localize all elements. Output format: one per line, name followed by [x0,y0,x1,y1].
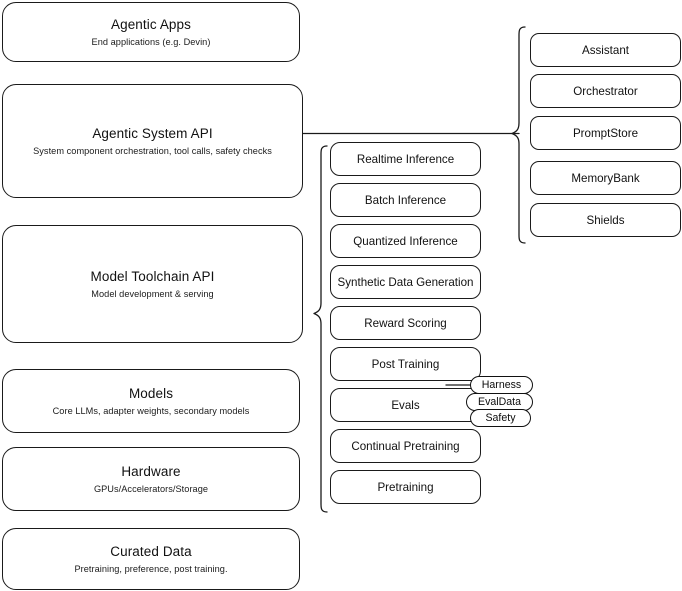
api-box-continual-pretraining[interactable]: Continual Pretraining [330,429,481,463]
api-box-synthetic-data-generation[interactable]: Synthetic Data Generation [330,265,481,299]
layer-title: Model Toolchain API [90,268,215,284]
component-box-assistant[interactable]: Assistant [530,33,681,67]
api-box-post-training[interactable]: Post Training [330,347,481,381]
api-box-label: Realtime Inference [356,152,455,166]
component-box-label: Orchestrator [573,84,638,98]
component-box-promptstore[interactable]: PromptStore [530,116,681,150]
layer-title: Hardware [121,463,181,479]
layer-box-hardware[interactable]: Hardware GPUs/Accelerators/Storage [2,447,300,511]
component-box-orchestrator[interactable]: Orchestrator [530,74,681,108]
layer-subtitle: Core LLMs, adapter weights, secondary mo… [52,405,250,416]
api-box-reward-scoring[interactable]: Reward Scoring [330,306,481,340]
pill-evaldata[interactable]: EvalData [466,393,533,411]
layer-subtitle: GPUs/Accelerators/Storage [93,483,209,494]
api-box-quantized-inference[interactable]: Quantized Inference [330,224,481,258]
layer-title: Agentic Apps [110,16,191,32]
api-box-label: Reward Scoring [364,316,447,330]
layer-title: Curated Data [110,543,192,559]
layer-subtitle: Model development & serving [91,288,214,299]
layer-subtitle: System component orchestration, tool cal… [33,145,272,156]
layer-title: Agentic System API [92,125,213,141]
layer-subtitle: End applications (e.g. Devin) [91,36,211,47]
layer-box-agentic-system-api[interactable]: Agentic System API System component orch… [2,84,303,198]
api-box-realtime-inference[interactable]: Realtime Inference [330,142,481,176]
api-box-label: Quantized Inference [353,234,458,248]
pill-label: Harness [481,379,522,391]
layer-box-models[interactable]: Models Core LLMs, adapter weights, secon… [2,369,300,433]
layer-subtitle: Pretraining, preference, post training. [74,563,228,574]
api-box-label: Synthetic Data Generation [337,275,474,289]
component-box-label: PromptStore [572,126,639,140]
layer-box-agentic-apps[interactable]: Agentic Apps End applications (e.g. Devi… [2,2,300,62]
api-box-evals[interactable]: Evals [330,388,481,422]
layer-box-model-toolchain-api[interactable]: Model Toolchain API Model development & … [2,225,303,343]
api-box-label: Pretraining [377,480,434,494]
api-box-batch-inference[interactable]: Batch Inference [330,183,481,217]
component-box-memorybank[interactable]: MemoryBank [530,161,681,195]
component-box-label: MemoryBank [571,171,640,185]
pill-safety[interactable]: Safety [470,409,531,427]
api-box-label: Continual Pretraining [351,439,460,453]
layer-title: Models [128,385,174,401]
api-box-label: Post Training [371,357,440,371]
api-box-label: Evals [391,398,420,412]
layer-box-curated-data[interactable]: Curated Data Pretraining, preference, po… [2,528,300,590]
pill-label: Safety [485,412,516,424]
api-box-pretraining[interactable]: Pretraining [330,470,481,504]
component-box-label: Assistant [581,43,630,57]
pill-label: EvalData [478,396,521,408]
component-box-label: Shields [586,213,625,227]
api-box-label: Batch Inference [364,193,447,207]
component-box-shields[interactable]: Shields [530,203,681,237]
pill-harness[interactable]: Harness [470,376,533,394]
